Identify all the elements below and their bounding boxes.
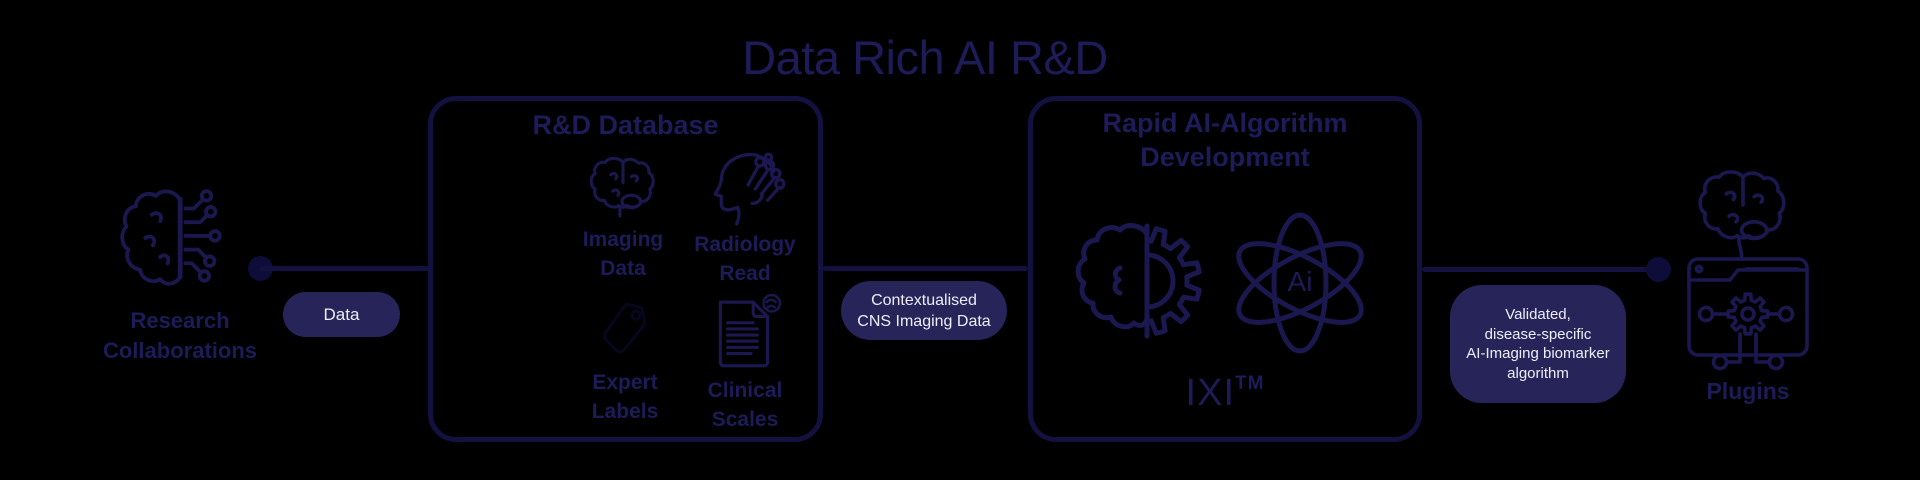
gear-brain-icon <box>1075 223 1202 339</box>
contextualised-pill: Contextualised CNS Imaging Data <box>841 281 1007 340</box>
expert-label-line1: Expert <box>592 371 658 394</box>
expert-label-line2: Labels <box>591 400 659 423</box>
head-circuit-icon <box>713 152 785 226</box>
ixi-trademark: TM <box>1235 373 1265 395</box>
tag-icon <box>603 302 647 353</box>
expert-labels-label: Expert Labels <box>565 368 685 426</box>
research-label-line2: Collaborations <box>102 338 257 363</box>
connector-line-2 <box>823 266 1028 271</box>
development-title-line1: Rapid AI-Algorithm <box>1102 108 1348 138</box>
clinical-label-line1: Clinical <box>707 379 783 402</box>
connector-dot-right <box>1646 257 1671 282</box>
research-collaborations-label: Research Collaborations <box>80 306 280 366</box>
clinical-label-line2: Scales <box>711 408 779 431</box>
development-title-line2: Development <box>1140 142 1310 172</box>
circuit-brain-icon <box>120 189 222 286</box>
imaging-label-line1: Imaging <box>582 228 664 251</box>
radiology-label-line2: Read <box>719 262 771 285</box>
contextualised-pill-line1: Contextualised <box>871 291 977 309</box>
ixi-product-label: IXITM <box>1028 372 1422 415</box>
connector-line-3 <box>1422 267 1658 272</box>
atom-icon <box>1236 212 1364 354</box>
rnd-database-title: R&D Database <box>532 110 719 140</box>
atom-ai-label: Ai <box>1287 266 1313 297</box>
connector-line-1 <box>260 266 430 271</box>
contextualised-pill-line2: CNS Imaging Data <box>857 312 991 330</box>
document-brain-icon <box>718 294 782 368</box>
browser-gear-icon <box>1687 257 1809 371</box>
validated-pill-line3: AI-Imaging biomarker <box>1466 345 1610 362</box>
imaging-data-label: Imaging Data <box>563 225 683 283</box>
page-title: Data Rich AI R&D <box>742 31 1108 84</box>
validated-pill-line4: algorithm <box>1507 364 1569 382</box>
imaging-label-line2: Data <box>600 257 646 280</box>
radiology-read-label: Radiology Read <box>685 230 805 288</box>
ixi-text: IXI <box>1185 372 1236 414</box>
validated-pill: Validated, disease-specific AI-Imaging b… <box>1450 285 1626 403</box>
brain-icon <box>590 156 655 218</box>
radiology-label-line1: Radiology <box>694 233 796 256</box>
plugins-label: Plugins <box>1706 378 1790 404</box>
data-pill-text: Data <box>323 304 360 324</box>
validated-pill-line2: disease-specific <box>1484 325 1592 343</box>
validated-pill-line1: Validated, <box>1505 306 1571 323</box>
clinical-scales-label: Clinical Scales <box>685 376 805 434</box>
development-title: Rapid AI-Algorithm Development <box>1028 106 1422 174</box>
plugins-brain-icon <box>1698 170 1786 258</box>
rnd-database-box <box>428 96 823 442</box>
data-pill: Data <box>283 292 400 337</box>
development-box <box>1028 96 1422 442</box>
research-label-line1: Research <box>130 308 230 333</box>
